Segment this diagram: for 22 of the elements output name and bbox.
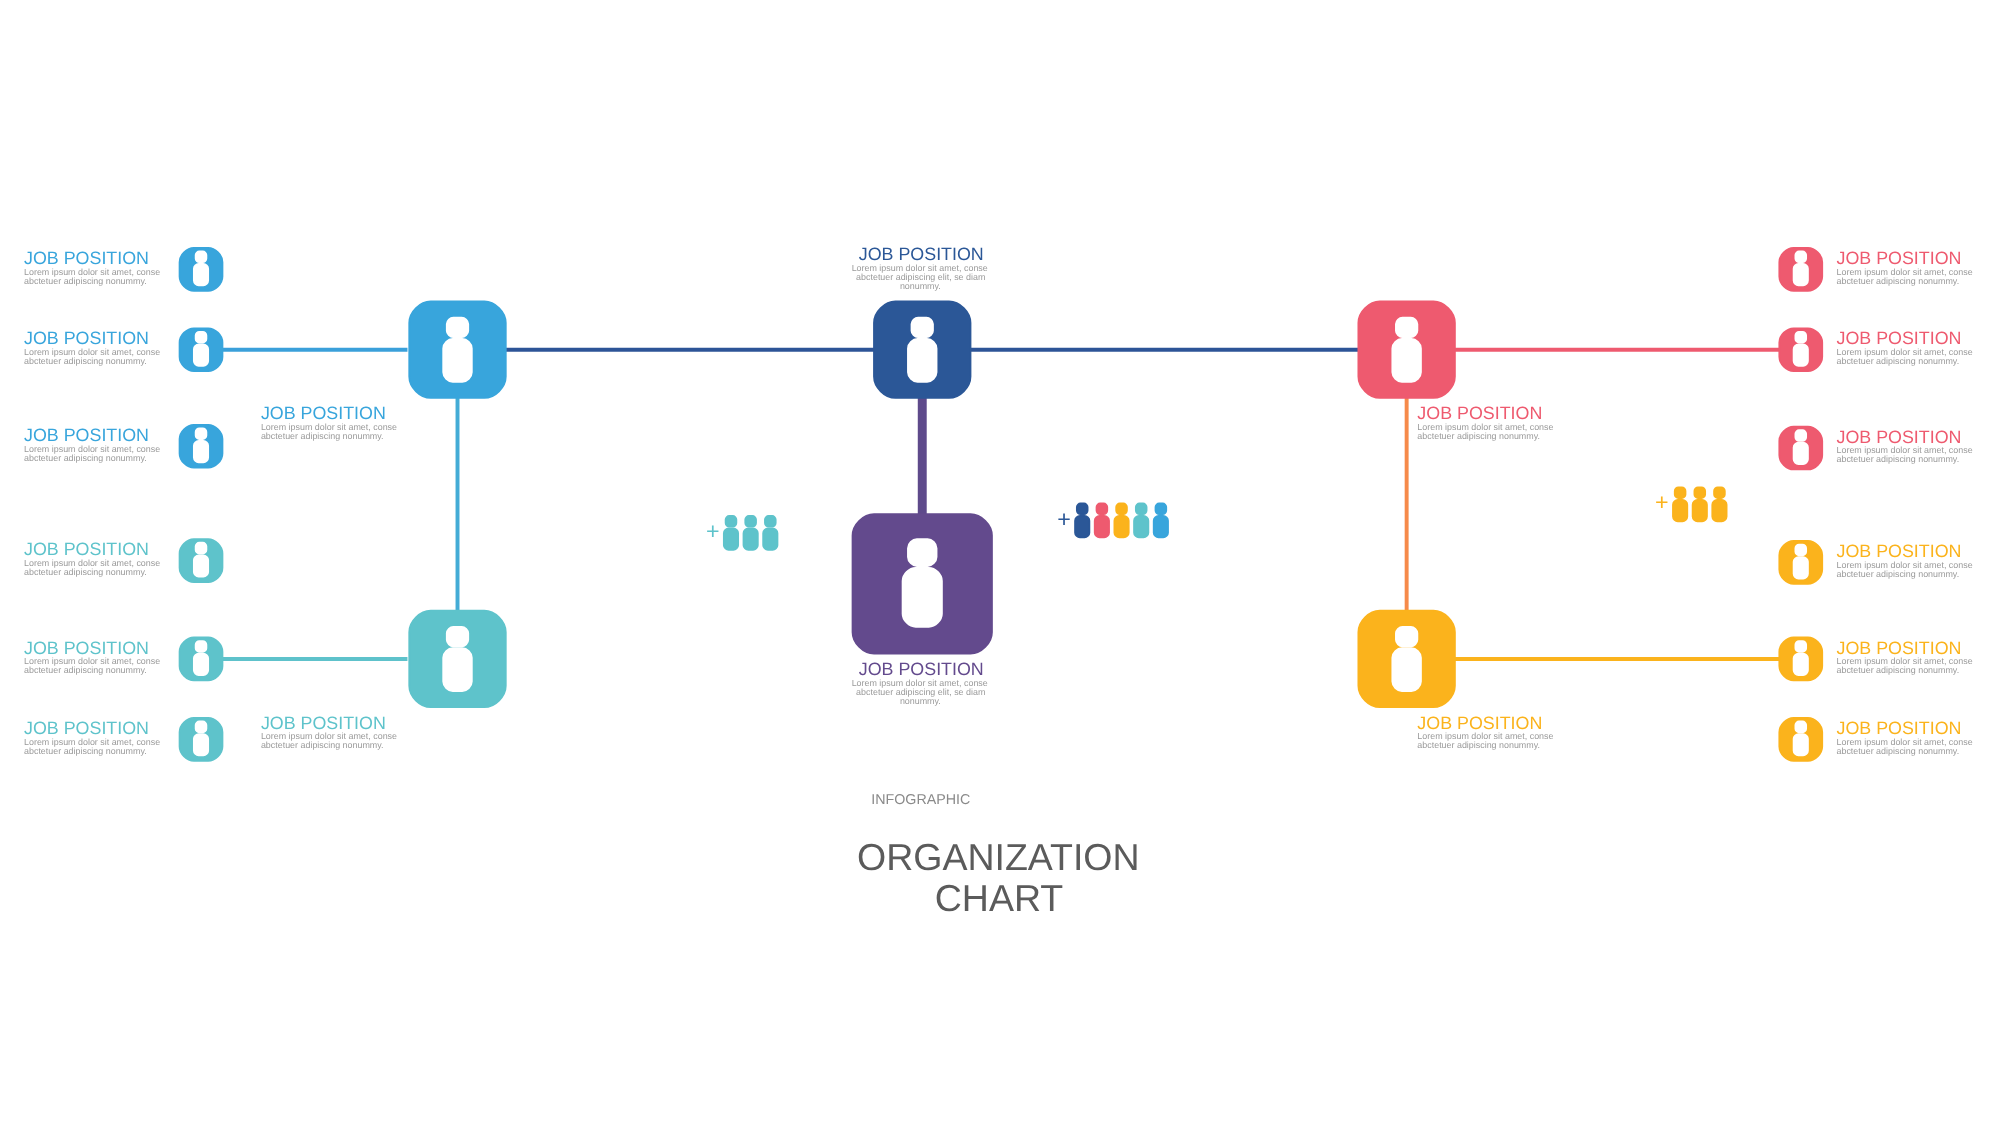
node-label: JOB POSITION [24, 717, 149, 738]
node-label: JOB POSITION [1836, 425, 1962, 446]
node-label: JOB POSITION [1836, 636, 1962, 657]
node-label: JOB POSITION [260, 402, 386, 423]
label: + [1057, 505, 1071, 532]
node-label: JOB POSITION [1417, 711, 1543, 732]
node-label: JOB POSITION [1836, 540, 1962, 561]
node-label: JOB POSITION [1836, 327, 1962, 348]
node-label: JOB POSITION [24, 636, 149, 657]
node-label: JOB POSITION [24, 423, 149, 444]
label: + [1655, 489, 1669, 516]
node-label: JOB POSITION [24, 327, 149, 348]
node-label: JOB POSITION [24, 538, 149, 559]
node-label: JOB POSITION [260, 711, 386, 732]
node-label: JOB POSITION [24, 246, 149, 267]
label: + [705, 518, 720, 545]
node-label: JOB POSITION [858, 658, 984, 679]
node-label: JOB POSITION [858, 243, 984, 264]
diagram-title: ORGANIZATION CHART [857, 834, 1140, 918]
node-label: JOB POSITION [1417, 402, 1543, 423]
node-label: JOB POSITION [1836, 717, 1962, 738]
node-label: JOB POSITION [1836, 246, 1962, 267]
